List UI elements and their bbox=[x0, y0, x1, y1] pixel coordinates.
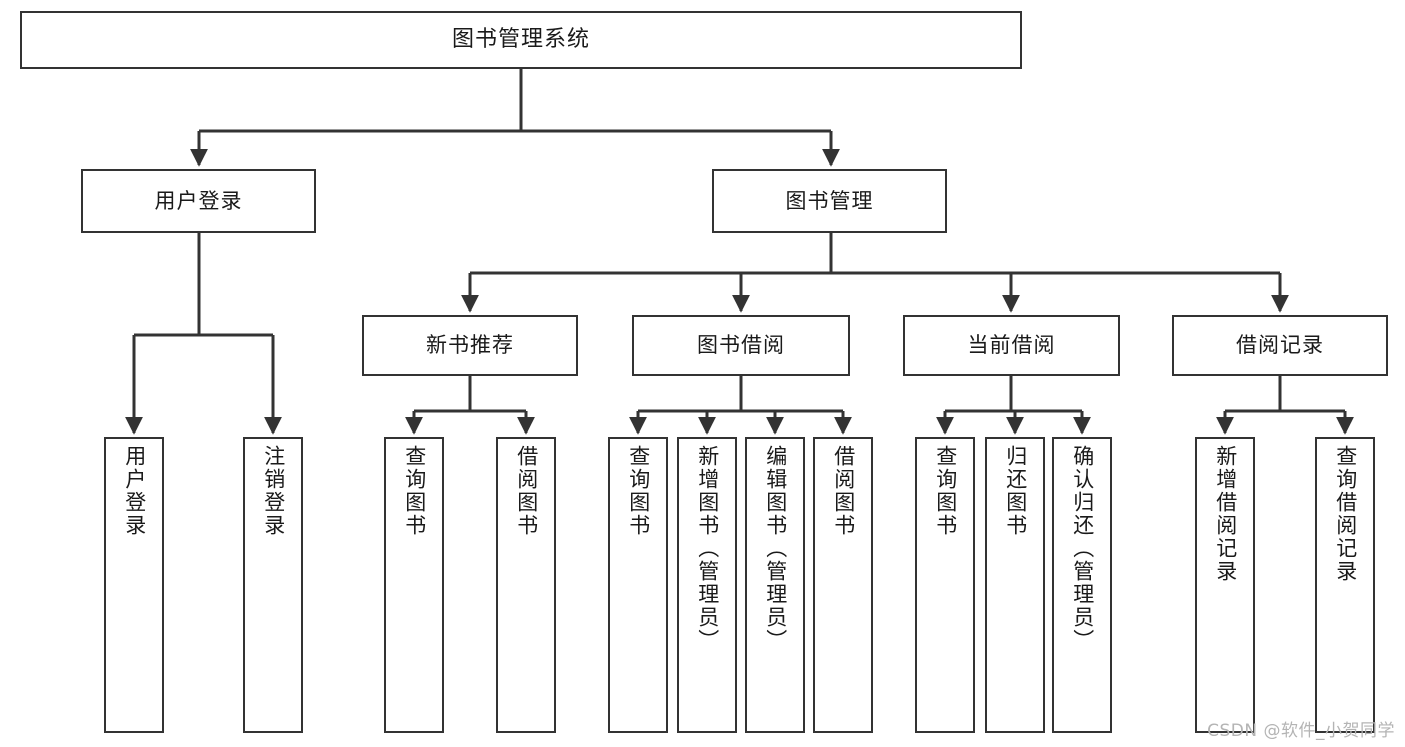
leaf-borrow-record-add[interactable]: 新增借阅记录 bbox=[1195, 437, 1255, 733]
node-label: 归还图书 bbox=[1003, 445, 1028, 537]
node-label: 查询借阅记录 bbox=[1333, 445, 1358, 583]
node-label: 图书借阅 bbox=[697, 333, 785, 358]
node-label: 查询图书 bbox=[626, 445, 651, 537]
leaf-book-borrow-edit[interactable]: 编辑图书（管理员） bbox=[745, 437, 805, 733]
node-label: 查询图书 bbox=[402, 445, 427, 537]
node-label: 当前借阅 bbox=[967, 333, 1056, 358]
node-label: 确认归还（管理员） bbox=[1070, 445, 1095, 652]
node-new-book-recommend[interactable]: 新书推荐 bbox=[362, 315, 578, 376]
leaf-book-borrow-borrow[interactable]: 借阅图书 bbox=[813, 437, 873, 733]
node-book-management[interactable]: 图书管理 bbox=[712, 169, 947, 233]
leaf-user-login-login[interactable]: 用户登录 bbox=[104, 437, 164, 733]
node-label: 注销登录 bbox=[261, 445, 286, 537]
node-current-borrow[interactable]: 当前借阅 bbox=[903, 315, 1120, 376]
node-label: 新增借阅记录 bbox=[1213, 445, 1238, 583]
node-book-borrow[interactable]: 图书借阅 bbox=[632, 315, 850, 376]
leaf-current-borrow-return[interactable]: 归还图书 bbox=[985, 437, 1045, 733]
node-label: 查询图书 bbox=[933, 445, 958, 537]
leaf-book-borrow-add[interactable]: 新增图书（管理员） bbox=[677, 437, 737, 733]
leaf-new-book-query[interactable]: 查询图书 bbox=[384, 437, 444, 733]
node-label: 借阅图书 bbox=[831, 445, 856, 537]
node-label: 新增图书（管理员） bbox=[695, 445, 720, 652]
node-label: 图书管理系统 bbox=[451, 27, 590, 53]
node-label: 用户登录 bbox=[154, 188, 243, 213]
node-label: 新书推荐 bbox=[426, 333, 514, 358]
leaf-borrow-record-query[interactable]: 查询借阅记录 bbox=[1315, 437, 1375, 733]
leaf-user-login-logout[interactable]: 注销登录 bbox=[243, 437, 303, 733]
leaf-book-borrow-query[interactable]: 查询图书 bbox=[608, 437, 668, 733]
leaf-current-borrow-query[interactable]: 查询图书 bbox=[915, 437, 975, 733]
node-label: 借阅图书 bbox=[514, 445, 539, 537]
node-borrow-record[interactable]: 借阅记录 bbox=[1172, 315, 1388, 376]
leaf-current-borrow-confirm[interactable]: 确认归还（管理员） bbox=[1052, 437, 1112, 733]
node-label: 编辑图书（管理员） bbox=[763, 445, 788, 652]
node-root-system[interactable]: 图书管理系统 bbox=[20, 11, 1022, 69]
node-label: 图书管理 bbox=[785, 188, 874, 213]
leaf-new-book-borrow[interactable]: 借阅图书 bbox=[496, 437, 556, 733]
node-label: 借阅记录 bbox=[1236, 333, 1324, 358]
node-label: 用户登录 bbox=[122, 445, 147, 537]
node-user-login[interactable]: 用户登录 bbox=[81, 169, 316, 233]
